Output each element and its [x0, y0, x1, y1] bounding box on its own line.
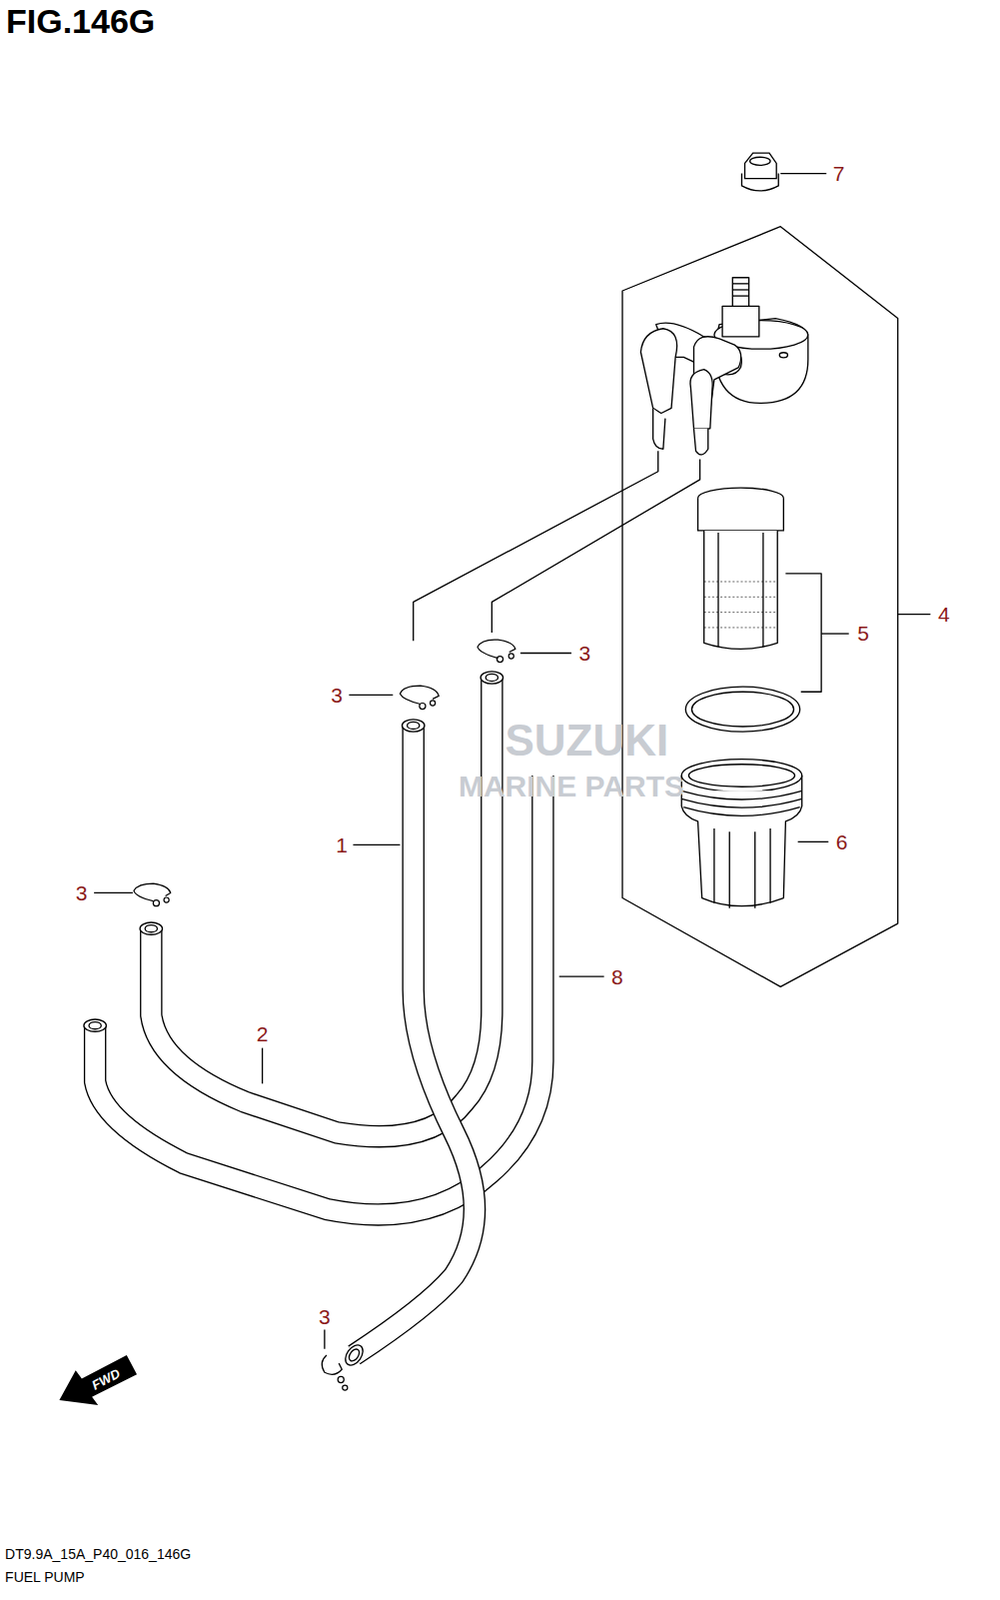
- drawing-code: DT9.9A_15A_P40_016_146G: [4, 1545, 191, 1562]
- callout-number: 1: [333, 833, 350, 858]
- nut: [741, 152, 779, 191]
- o-ring: [685, 686, 800, 732]
- assembly-outline: [622, 226, 899, 988]
- callout-number: 3: [73, 881, 90, 906]
- callout-number: 5: [855, 621, 872, 646]
- callout-number: 3: [328, 683, 345, 708]
- filter-element: [698, 487, 785, 649]
- assembly-line: [413, 450, 659, 641]
- forward-arrow: [58, 1354, 137, 1405]
- filter-cup: [681, 759, 802, 909]
- callout-number: 3: [316, 1304, 333, 1329]
- watermark: SUZUKI: [504, 715, 669, 766]
- hose-fill: [150, 678, 492, 1136]
- callout-number: 7: [831, 161, 848, 186]
- callout-number: 3: [576, 641, 593, 666]
- callout-number: 8: [609, 965, 626, 990]
- figure-title: FIG.146G: [5, 1, 155, 41]
- pump-head: [640, 277, 808, 455]
- figure-caption: FUEL PUMP: [4, 1568, 85, 1585]
- clips: [133, 639, 516, 1390]
- hose-fill: [353, 726, 474, 1355]
- callout-number: 2: [254, 1021, 271, 1046]
- callout-number: 4: [936, 602, 953, 627]
- watermark: MARINE PARTS: [458, 769, 685, 804]
- callout-number: 6: [834, 830, 851, 855]
